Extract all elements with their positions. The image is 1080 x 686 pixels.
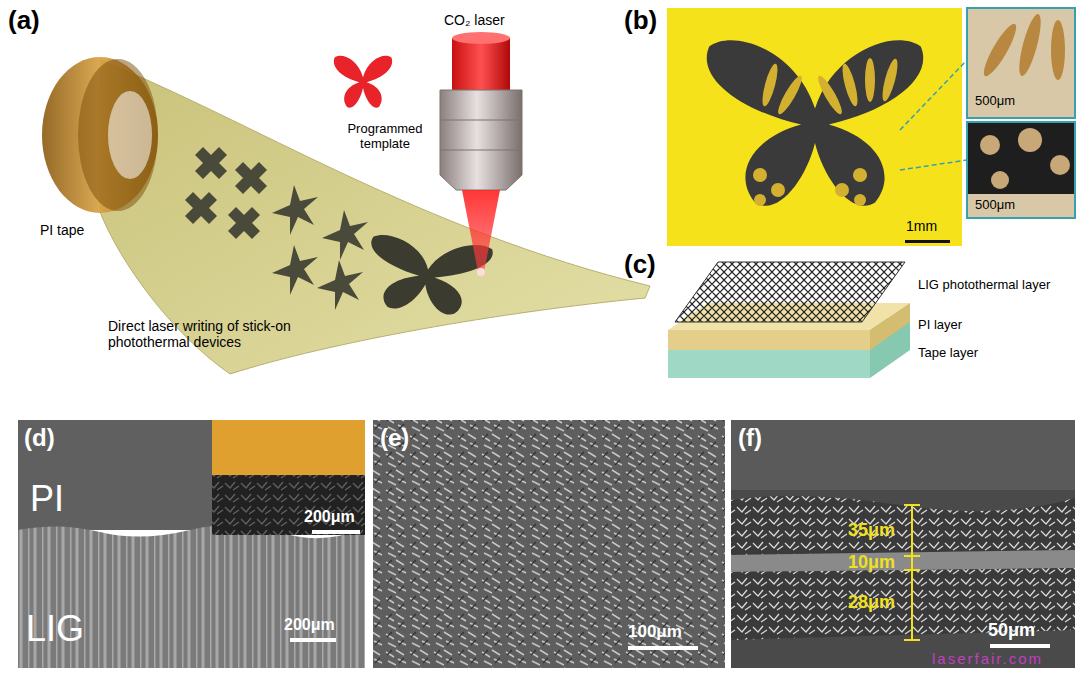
panel-label: (b) (624, 6, 657, 36)
panel-label: (a) (8, 6, 40, 36)
region-label: PI (30, 478, 64, 519)
caption-note: Direct laser writing of stick-on phototh… (108, 318, 338, 350)
scale-bar-label: 50μm (988, 620, 1035, 641)
layer-label: Tape layer (918, 346, 978, 361)
watermark: laserfair.com (932, 650, 1043, 667)
panel-label: (c) (624, 250, 656, 280)
dimension-label: 35μm (848, 520, 895, 541)
scale-bar-label: 200μm (284, 616, 335, 634)
panel-label: (d) (24, 424, 55, 452)
dimension-label: 28μm (848, 592, 895, 613)
scale-bar-label: 100μm (628, 622, 682, 642)
scale-bar-label: 500μm (975, 198, 1015, 213)
part-label: CO₂ laser (444, 12, 505, 28)
layer-label: PI layer (918, 318, 962, 333)
panel-label: (f) (738, 424, 762, 452)
scale-bar-label: 500μm (975, 94, 1015, 109)
dimension-label: 10μm (848, 552, 895, 573)
part-label: Programmed template (330, 122, 440, 152)
part-label: PI tape (40, 222, 84, 238)
region-label: LIG (26, 608, 84, 649)
scale-bar-label: 200μm (304, 508, 355, 526)
scale-bar-label: 1mm (906, 218, 937, 234)
layer-label: LIG photothermal layer (918, 278, 1068, 293)
panel-label: (e) (380, 424, 409, 452)
